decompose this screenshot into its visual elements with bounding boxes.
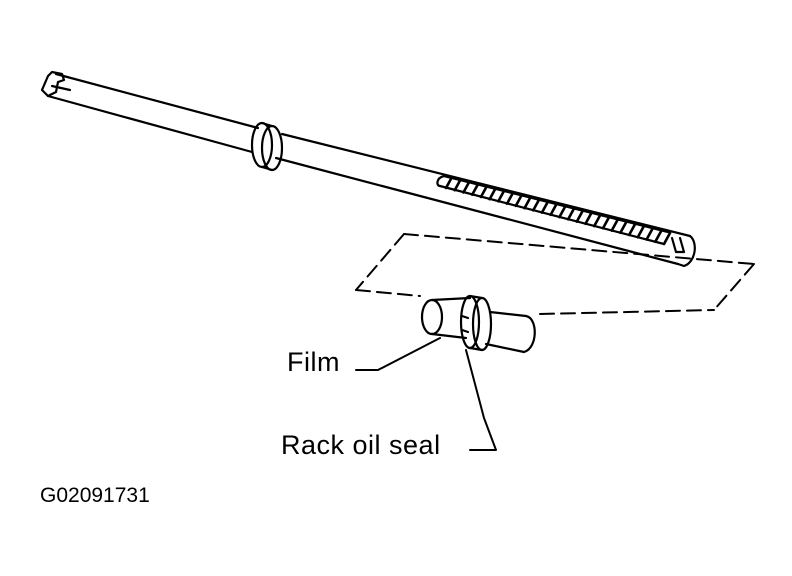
- rack-oil-seal: [459, 294, 493, 352]
- rack-oil-seal-label: Rack oil seal: [281, 430, 441, 460]
- steering-rack: [40, 70, 696, 268]
- rack-tooth: [610, 218, 619, 232]
- rack-tooth: [453, 177, 462, 192]
- rack-oil-seal-assembly: [420, 294, 536, 354]
- rack-tooth: [645, 227, 654, 241]
- rack-tooth: [470, 182, 480, 196]
- rack-tooth: [497, 189, 506, 203]
- rack-tooth: [523, 195, 532, 210]
- film-label: Film: [287, 347, 340, 377]
- rack-tooth: [619, 220, 628, 235]
- rack-tooth: [488, 186, 497, 201]
- rack-tooth: [505, 191, 515, 205]
- rack-tooth: [549, 202, 558, 217]
- projection-lines: [355, 233, 755, 315]
- rack-tooth: [654, 229, 663, 244]
- rack-tooth: [592, 213, 602, 228]
- rack-tooth: [584, 211, 593, 226]
- rack-tooth: [514, 193, 524, 208]
- rack-tooth: [627, 222, 637, 237]
- rack-tooth: [636, 225, 646, 239]
- rack-tooth: [531, 198, 541, 212]
- rack-tooth: [479, 184, 489, 199]
- rack-tooth: [558, 204, 567, 219]
- rack-teeth-hatching: [444, 175, 672, 246]
- rack-tooth: [540, 200, 550, 214]
- rack-tooth: [662, 231, 672, 246]
- rack-tooth: [566, 207, 576, 221]
- leader-lines: [355, 337, 497, 451]
- figure-id: G02091731: [40, 484, 150, 507]
- rack-tooth: [575, 209, 585, 223]
- rack-tooth: [601, 216, 611, 230]
- shaft-collar: [250, 121, 284, 172]
- rack-tooth: [444, 175, 454, 190]
- rack-tooth: [462, 180, 471, 194]
